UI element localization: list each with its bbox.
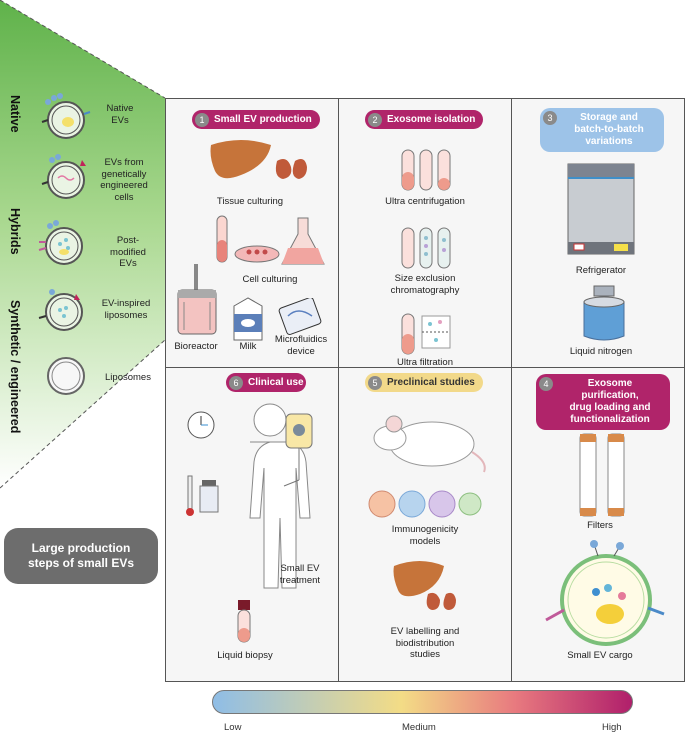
clock-icon xyxy=(187,411,215,439)
iv-bag-icon xyxy=(283,413,313,487)
small-ev-treatment-label: Small EV treatment xyxy=(279,563,321,586)
post-modified-evs-label: Post-modified EVs xyxy=(110,235,146,269)
tissue-culturing-label: Tissue culturing xyxy=(216,196,284,207)
step-number: 2 xyxy=(368,112,382,127)
small-ev-cargo-label: Small EV cargo xyxy=(567,650,633,661)
liver-kidney-icon xyxy=(210,140,307,179)
cell-culturing-label: Cell culturing xyxy=(242,274,298,285)
step-number: 4 xyxy=(539,376,553,391)
vial-icon xyxy=(199,480,219,513)
size-exclusion-label: Size exclusion chromatography xyxy=(390,273,460,296)
microfluidics-icon xyxy=(278,298,322,335)
native-evs-label: Native EVs xyxy=(106,103,134,126)
bioreactor-icon xyxy=(177,264,217,335)
scale-medium-label: Medium xyxy=(402,722,436,733)
ultra-centrifugation-label: Ultra centrifugation xyxy=(385,196,465,207)
ev-inspired-liposome-icon xyxy=(38,289,83,331)
microfluidics-label: Microfluidics device xyxy=(274,334,328,357)
liver-kidney-icon-2 xyxy=(393,561,456,610)
ev-labelling-label: EV labelling and biodistribution studies xyxy=(390,626,460,660)
native-ev-icon xyxy=(41,93,91,139)
cell-culture-icon xyxy=(216,215,325,265)
large-production-steps-box: Large production steps of small EVs xyxy=(4,528,158,584)
ultracentrifuge-tubes-icon xyxy=(401,149,451,191)
step-number: 6 xyxy=(229,375,243,390)
scale-low-label: Low xyxy=(224,722,242,733)
step-number: 5 xyxy=(368,375,382,390)
ev-inspired-liposomes-label: EV-inspired liposomes xyxy=(101,298,151,321)
step-number: 3 xyxy=(543,110,557,125)
ultra-filtration-icon xyxy=(401,313,451,355)
milk-label: Milk xyxy=(239,341,257,352)
category-native: Native xyxy=(8,95,22,133)
filters-icon xyxy=(579,433,625,517)
liposome-icon xyxy=(47,357,85,395)
engineered-ev-icon xyxy=(41,154,86,199)
category-hybrids: Hybrids xyxy=(8,208,22,255)
immunogenicity-label: Immunogenicity models xyxy=(391,524,459,547)
refrigerator-label: Refrigerator xyxy=(575,265,627,276)
category-synthetic: Synthetic / engineered xyxy=(8,300,22,434)
effort-scale-bar xyxy=(212,690,633,714)
thermometer-icon xyxy=(186,475,194,516)
liquid-nitrogen-icon xyxy=(583,285,625,341)
liquid-nitrogen-label: Liquid nitrogen xyxy=(569,346,633,357)
liquid-biopsy-label: Liquid biopsy xyxy=(217,650,273,661)
bioreactor-label: Bioreactor xyxy=(174,341,218,352)
liposomes-label: Liposomes xyxy=(105,372,151,383)
engineered-evs-label: EVs from genetically engineered cells xyxy=(100,157,148,203)
step-number: 1 xyxy=(195,112,209,127)
filters-label: Filters xyxy=(587,520,613,531)
size-exclusion-icon xyxy=(401,227,451,269)
refrigerator-icon xyxy=(567,163,635,255)
blood-tube-icon xyxy=(237,600,251,643)
small-ev-cargo-icon xyxy=(545,540,665,646)
milk-icon xyxy=(233,297,263,341)
immune-cells-icon xyxy=(368,490,482,518)
scale-high-label: High xyxy=(602,722,622,733)
panel-preclinical-studies xyxy=(338,367,512,682)
post-modified-ev-icon xyxy=(38,220,83,265)
mouse-icon xyxy=(373,415,486,473)
human-body-icon xyxy=(249,403,311,589)
ultra-filtration-label: Ultra filtration xyxy=(397,357,453,368)
